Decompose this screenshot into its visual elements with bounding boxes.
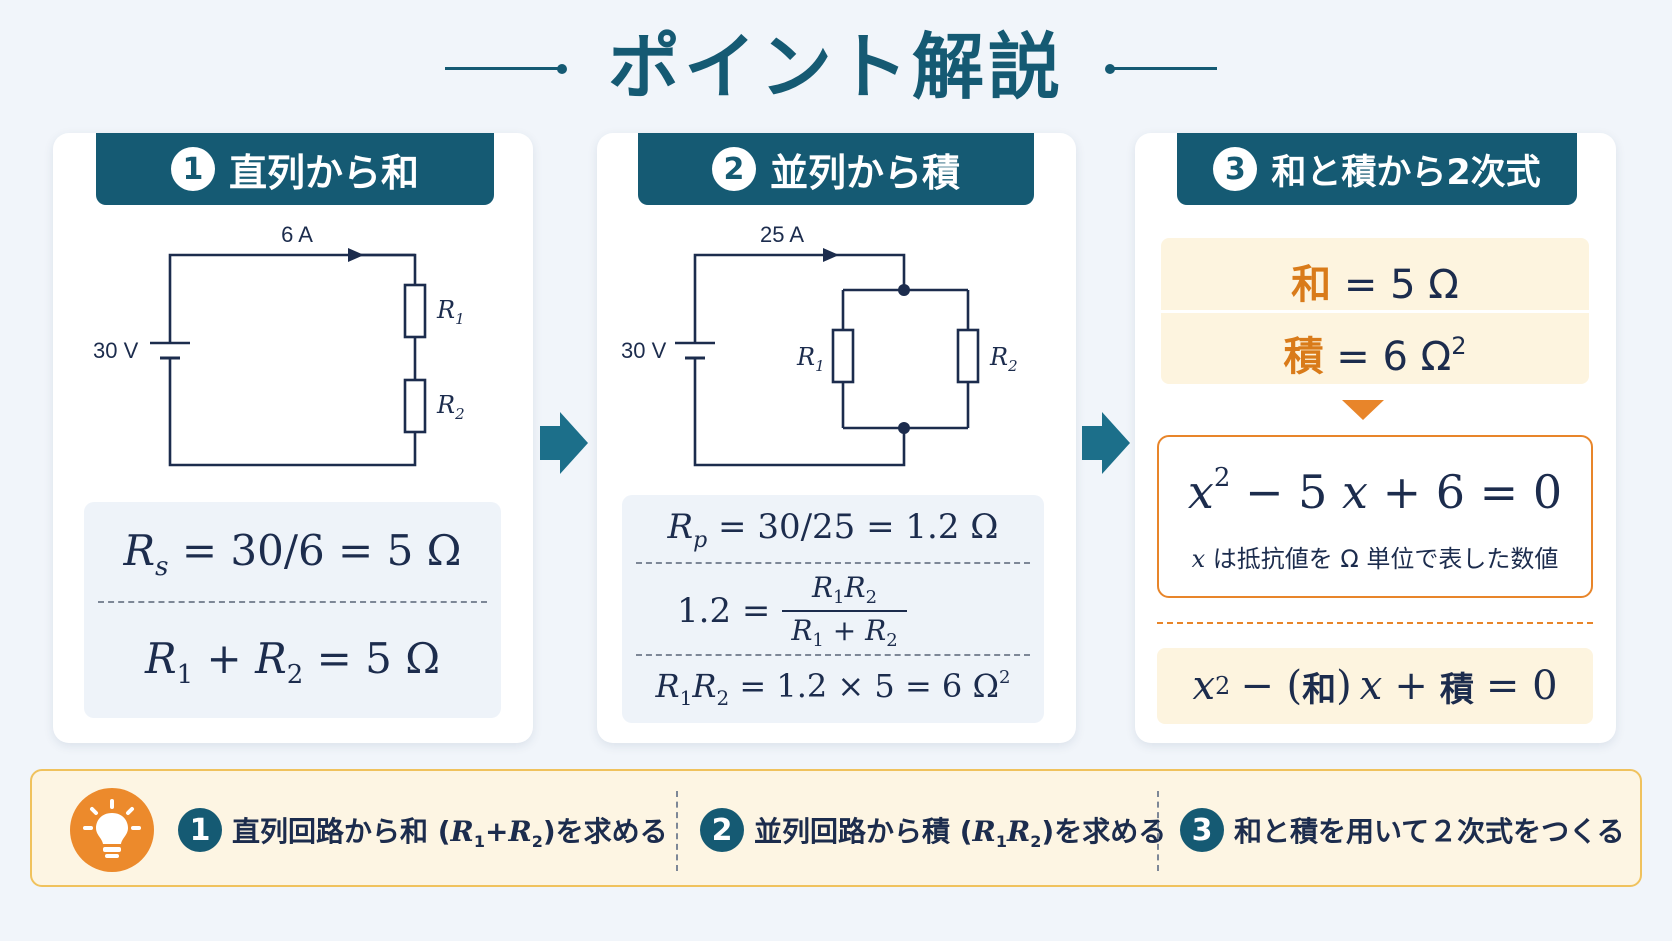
- r1-label: R: [436, 296, 455, 324]
- flow-arrow-right-icon: [1082, 412, 1130, 474]
- product-row: 積 = 6 Ω2: [1283, 332, 1467, 380]
- denominator: R1 + R2: [791, 614, 898, 651]
- r1-sub: 1: [455, 310, 465, 328]
- title-line-left: [445, 63, 567, 74]
- card-header-series: 1 直列から和: [96, 133, 494, 205]
- summary-step-3: 3 和と積を用いて２次式をつくる: [1180, 771, 1625, 889]
- current-arrow: [348, 248, 364, 262]
- sum-row: 和 = 5 Ω: [1291, 262, 1459, 308]
- step-number-3: 3: [1213, 147, 1258, 191]
- numerator: R1R2: [782, 571, 907, 612]
- divider: [1161, 310, 1589, 313]
- divider: [98, 601, 487, 603]
- junction-bottom: [898, 422, 910, 434]
- fraction-eq: 1.2 = R1R2 R1 + R2: [677, 571, 977, 651]
- sum-eq: R1 + R2 = 5 Ω: [144, 634, 441, 690]
- divider: [1157, 622, 1593, 624]
- current-label: 25 A: [760, 222, 804, 247]
- sum-product-box: 和 = 5 Ω 積 = 6 Ω2: [1161, 238, 1589, 384]
- down-arrow-icon: [1342, 400, 1384, 420]
- step-number-2: 2: [711, 147, 756, 191]
- summary-step-1: 1 直列回路から和 (R1+R2)を求める: [178, 771, 668, 889]
- card-title-series: 直列から和: [228, 150, 419, 195]
- svg-text:R1: R1: [436, 296, 465, 328]
- wire: [693, 253, 906, 317]
- flow-arrow-right-icon: [540, 412, 588, 474]
- summary-bar: 1 直列回路から和 (R1+R2)を求める 2 並列回路から積 (R1R2)を求…: [30, 769, 1642, 887]
- card-title-parallel: 並列から積: [769, 150, 960, 195]
- voltage-label: 30 V: [93, 338, 139, 363]
- svg-text:R2: R2: [436, 391, 465, 423]
- quadratic-box: x2 − 5 x + 6 = 0 x は抵抗値を Ω 単位で表した数値: [1157, 435, 1593, 598]
- r2-sub: 2: [1007, 357, 1018, 375]
- product-eq: R1R2 = 1.2 × 5 = 6 Ω2: [655, 667, 1011, 710]
- resistor-r2: [956, 328, 980, 384]
- divider: [1157, 791, 1159, 871]
- svg-text:R2: R2: [989, 343, 1018, 375]
- series-circuit-diagram: 6 A 30 V R1 R2: [93, 222, 465, 467]
- wire: [355, 253, 417, 285]
- parallel-resistance-eq: Rp = 30/25 = 1.2 Ω: [667, 507, 999, 553]
- page-title: ポイント解説: [607, 25, 1064, 109]
- lightbulb-icon: [70, 788, 154, 872]
- divider: [636, 562, 1030, 564]
- series-resistance-eq: Rs = 30/6 = 5 Ω: [123, 526, 462, 582]
- divider: [636, 654, 1030, 656]
- title-line-right: [1105, 63, 1217, 74]
- r2-sub: 2: [454, 405, 465, 423]
- r1-label: R: [796, 343, 815, 371]
- current-label: 6 A: [281, 222, 313, 247]
- divider: [676, 791, 678, 871]
- current-arrow: [823, 248, 839, 262]
- voltage-label: 30 V: [621, 338, 667, 363]
- step-number-1: 1: [170, 147, 215, 191]
- quadratic-equation: x2 − 5 x + 6 = 0: [1187, 463, 1563, 519]
- r1-sub: 1: [815, 357, 825, 375]
- svg-text:R1: R1: [796, 343, 825, 375]
- resistor-r2: [403, 378, 427, 434]
- parallel-circuit-diagram: 25 A 30 V R1 R2: [621, 222, 1018, 467]
- card-header-quadratic: 3 和と積から2次式: [1177, 133, 1577, 205]
- r2-label: R: [436, 391, 455, 419]
- fraction: R1R2 R1 + R2: [782, 571, 907, 651]
- resistor-r1: [403, 283, 427, 339]
- summary-step-2: 2 並列回路から積 (R1R2)を求める: [700, 771, 1166, 889]
- parallel-equation-box: Rp = 30/25 = 1.2 Ω 1.2 = R1R2 R1 + R2 R1…: [622, 495, 1044, 723]
- wire: [168, 253, 415, 317]
- resistor-r1: [831, 328, 855, 384]
- title-area: ポイント解説: [0, 22, 1672, 112]
- quadratic-note: x は抵抗値を Ω 単位で表した数値: [1191, 545, 1559, 573]
- card-title-quadratic: 和と積から2次式: [1271, 152, 1541, 193]
- series-equation-box: Rs = 30/6 = 5 Ω R1 + R2 = 5 Ω: [84, 502, 501, 718]
- junction-top: [898, 284, 910, 296]
- r2-label: R: [989, 343, 1008, 371]
- card-header-parallel: 2 並列から積: [638, 133, 1034, 205]
